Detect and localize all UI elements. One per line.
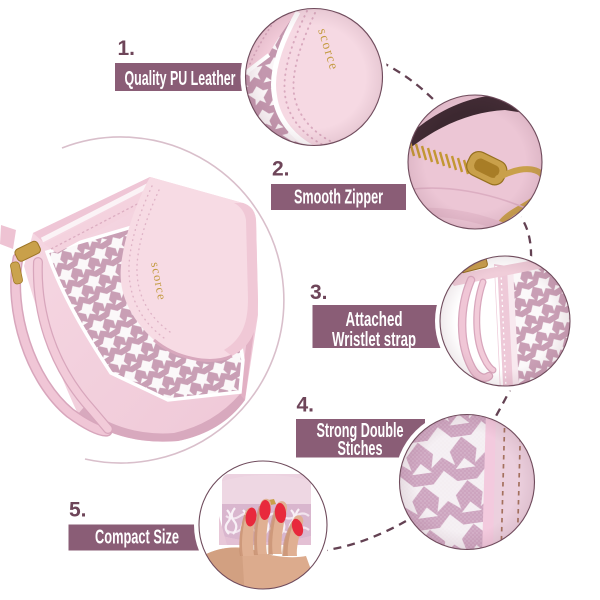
svg-text:5.: 5.: [69, 499, 87, 522]
svg-text:Strong Double: Strong Double: [317, 420, 404, 442]
svg-text:4.: 4.: [297, 394, 315, 417]
svg-text:Smooth Zipper: Smooth Zipper: [294, 187, 383, 209]
svg-text:Wristlet strap: Wristlet strap: [332, 329, 416, 351]
svg-text:Compact Size: Compact Size: [95, 527, 179, 549]
svg-text:1.: 1.: [118, 37, 136, 60]
svg-text:3.: 3.: [310, 281, 328, 304]
svg-text:2.: 2.: [272, 158, 290, 181]
svg-text:Attached: Attached: [346, 309, 403, 331]
svg-text:Quality PU Leather: Quality PU Leather: [125, 68, 236, 90]
svg-text:Stiches: Stiches: [338, 438, 383, 460]
